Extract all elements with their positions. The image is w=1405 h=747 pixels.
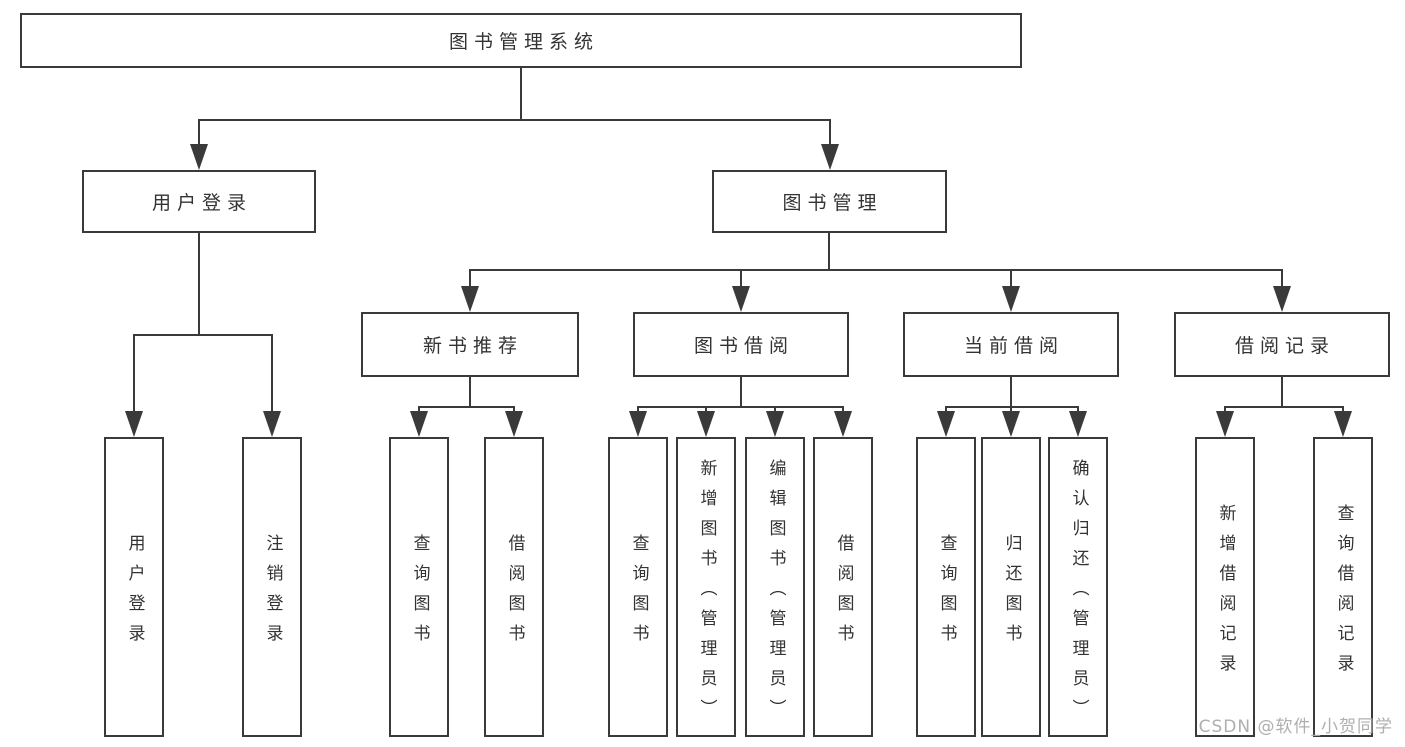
leaf-currentborrow-confirm: 确认归还（管理员）: [1048, 437, 1108, 737]
leaf-logout-label: 注销登录: [262, 533, 283, 654]
node-borrow-record: 借阅记录: [1174, 312, 1390, 377]
node-root-label: 图书管理系统: [448, 31, 599, 53]
leaf-newbook-borrow: 借阅图书: [484, 437, 544, 737]
node-root: 图书管理系统: [20, 13, 1022, 68]
leaf-logout: 注销登录: [242, 437, 302, 737]
leaf-bookborrow-edit: 编辑图书（管理员）: [745, 437, 805, 737]
node-book-mgmt-label: 图书管理: [782, 192, 883, 214]
leaf-newbook-query-label: 查询图书: [409, 533, 430, 654]
leaf-bookborrow-query-label: 查询图书: [628, 533, 649, 654]
leaf-bookborrow-borrow-label: 借阅图书: [833, 533, 854, 654]
node-book-borrow: 图书借阅: [633, 312, 849, 377]
node-borrow-record-label: 借阅记录: [1234, 335, 1335, 357]
leaf-borrowrecord-add-label: 新增借阅记录: [1215, 503, 1236, 684]
leaf-currentborrow-query-label: 查询图书: [936, 533, 957, 654]
leaf-bookborrow-add: 新增图书（管理员）: [676, 437, 736, 737]
leaf-currentborrow-return: 归还图书: [981, 437, 1041, 737]
node-new-book-label: 新书推荐: [422, 335, 523, 357]
leaf-currentborrow-return-label: 归还图书: [1001, 533, 1022, 654]
leaf-bookborrow-edit-label: 编辑图书（管理员）: [765, 458, 786, 729]
node-book-mgmt: 图书管理: [712, 170, 947, 233]
leaf-currentborrow-query: 查询图书: [916, 437, 976, 737]
node-user-login: 用户登录: [82, 170, 316, 233]
leaf-bookborrow-borrow: 借阅图书: [813, 437, 873, 737]
leaf-borrowrecord-query: 查询借阅记录: [1313, 437, 1373, 737]
leaf-bookborrow-add-label: 新增图书（管理员）: [696, 458, 717, 729]
arrowheads: [125, 144, 1352, 437]
leaf-newbook-borrow-label: 借阅图书: [504, 533, 525, 654]
node-book-borrow-label: 图书借阅: [693, 335, 794, 357]
node-current-borrow-label: 当前借阅: [963, 335, 1064, 357]
leaf-borrowrecord-query-label: 查询借阅记录: [1333, 503, 1354, 684]
node-user-login-label: 用户登录: [151, 192, 252, 214]
leaf-user-login: 用户登录: [104, 437, 164, 737]
leaf-bookborrow-query: 查询图书: [608, 437, 668, 737]
csdn-watermark: CSDN @软件_小贺同学: [1198, 717, 1393, 737]
leaf-user-login-label: 用户登录: [124, 533, 145, 654]
leaf-currentborrow-confirm-label: 确认归还（管理员）: [1068, 458, 1089, 729]
node-new-book: 新书推荐: [361, 312, 579, 377]
leaf-newbook-query: 查询图书: [389, 437, 449, 737]
leaf-borrowrecord-add: 新增借阅记录: [1195, 437, 1255, 737]
node-current-borrow: 当前借阅: [903, 312, 1119, 377]
